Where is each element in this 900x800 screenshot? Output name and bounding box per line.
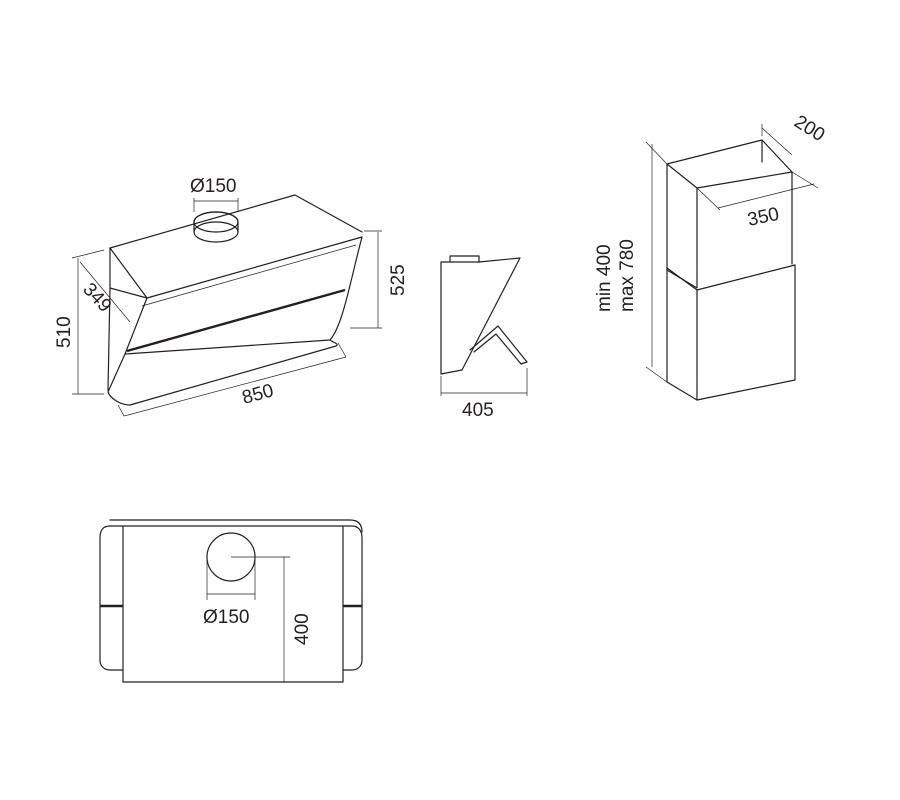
control-strip [126, 288, 346, 353]
chimney-lower-section [666, 264, 796, 401]
chimney-view: 200 350 min 400 max 780 [594, 111, 828, 401]
top-offset-label: 400 [292, 613, 313, 645]
side-support-bracket [469, 325, 528, 365]
front-width-label: 850 [240, 380, 276, 408]
front-duct-diameter-label: Ø150 [190, 176, 236, 197]
side-view: 405 [440, 255, 528, 421]
front-view: Ø150 349 510 850 525 [54, 176, 409, 417]
hood-body-outline [107, 194, 363, 391]
chimney-dimension-lines [645, 124, 819, 383]
glass-panel [107, 236, 363, 406]
chimney-max-height-label: max 780 [617, 239, 638, 312]
chimney-depth-label: 200 [790, 111, 828, 146]
chimney-width-label: 350 [746, 204, 781, 231]
chimney-min-height-label: min 400 [594, 244, 615, 312]
front-dimension-lines [71, 230, 382, 417]
side-depth-label: 405 [462, 400, 494, 421]
top-view-glass-outline [99, 525, 124, 671]
top-view-body [122, 525, 344, 683]
front-panel-height-label: 525 [388, 264, 409, 296]
top-duct-diameter-label: Ø150 [203, 607, 249, 628]
top-view: Ø150 400 [99, 519, 363, 683]
front-height-label: 510 [54, 316, 75, 348]
duct-collar [193, 198, 239, 243]
side-profile-outline [440, 255, 521, 375]
